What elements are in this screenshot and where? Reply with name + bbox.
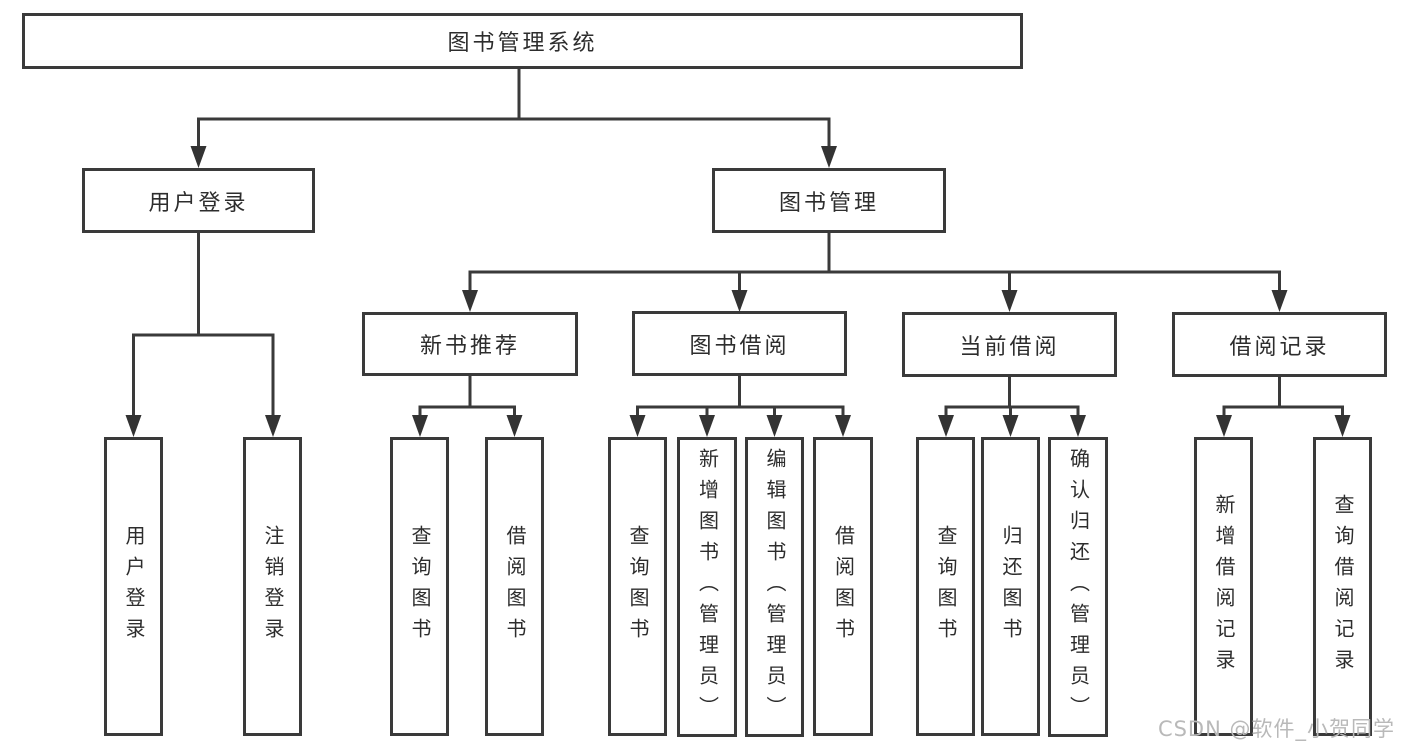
node-root: 图书管理系统 [22, 13, 1023, 69]
leaf-borrow-books-2-label: 借阅图书 [831, 524, 856, 649]
arrowhead-icon [1002, 415, 1019, 437]
node-user-login: 用户登录 [82, 168, 315, 233]
arrowhead-icon [190, 146, 207, 168]
arrowhead-icon [462, 290, 478, 312]
arrowhead-icon [731, 290, 748, 312]
connector-book-management [468, 233, 1281, 294]
node-book-borrowing-label: 图书借阅 [689, 333, 790, 359]
leaf-edit-book-admin: 编辑图书（管理员） [745, 437, 804, 737]
connector-user-login [132, 233, 275, 420]
leaf-confirm-return-admin: 确认归还（管理员） [1048, 437, 1108, 737]
node-book-borrowing: 图书借阅 [632, 311, 847, 376]
arrowhead-icon [506, 415, 523, 437]
leaf-add-borrow-record-label: 新增借阅记录 [1212, 493, 1236, 680]
arrowhead-icon [265, 415, 281, 437]
node-root-label: 图书管理系统 [447, 31, 598, 56]
connector-book-borrowing [636, 376, 845, 420]
leaf-query-books-3-label: 查询图书 [934, 524, 958, 649]
arrowhead-icon [835, 415, 851, 437]
arrowhead-icon [1001, 290, 1018, 312]
node-book-management: 图书管理 [712, 168, 946, 233]
leaf-borrow-books-1: 借阅图书 [485, 437, 544, 736]
leaf-logout-label: 注销登录 [261, 524, 285, 649]
node-new-book-recommend-label: 新书推荐 [419, 334, 520, 359]
leaf-query-books-1-label: 查询图书 [408, 524, 432, 649]
leaf-query-borrow-record-label: 查询借阅记录 [1331, 493, 1355, 680]
connector-borrowing-records [1222, 377, 1344, 420]
arrowhead-icon [938, 415, 954, 437]
node-current-borrowing: 当前借阅 [902, 312, 1117, 377]
connector-root [197, 69, 831, 150]
connector-current-borrowing [944, 377, 1080, 420]
leaf-edit-book-admin-label: 编辑图书（管理员） [763, 447, 787, 727]
arrowhead-icon [125, 415, 142, 437]
arrowhead-icon [412, 415, 428, 437]
arrowhead-icon [699, 415, 715, 437]
leaf-logout: 注销登录 [243, 437, 302, 736]
leaf-add-book-admin-label: 新增图书（管理员） [695, 447, 720, 727]
arrowhead-icon [766, 415, 783, 437]
leaf-return-book-label: 归还图书 [999, 524, 1023, 649]
node-borrowing-records: 借阅记录 [1172, 312, 1387, 377]
leaf-add-book-admin: 新增图书（管理员） [677, 437, 737, 737]
node-book-management-label: 图书管理 [778, 190, 879, 216]
arrowhead-icon [1070, 415, 1086, 437]
leaf-query-borrow-record: 查询借阅记录 [1313, 437, 1372, 736]
leaf-confirm-return-admin-label: 确认归还（管理员） [1066, 447, 1091, 727]
leaf-return-book: 归还图书 [981, 437, 1040, 736]
leaf-borrow-books-2: 借阅图书 [813, 437, 873, 736]
leaf-user-login: 用户登录 [104, 437, 163, 736]
arrowhead-icon [821, 146, 837, 168]
arrowhead-icon [1271, 290, 1288, 312]
leaf-query-books-3: 查询图书 [916, 437, 975, 736]
arrowhead-icon [1334, 415, 1351, 437]
node-user-login-label: 用户登录 [148, 190, 249, 216]
leaf-query-books-2: 查询图书 [608, 437, 667, 736]
leaf-user-login-label: 用户登录 [122, 524, 146, 649]
leaf-query-books-1: 查询图书 [390, 437, 449, 736]
node-new-book-recommend: 新书推荐 [362, 312, 578, 376]
connector-new-book-recommend [418, 375, 516, 420]
node-current-borrowing-label: 当前借阅 [959, 334, 1060, 360]
leaf-query-books-2-label: 查询图书 [626, 524, 650, 649]
watermark: CSDN @软件_小贺同学 [1157, 717, 1395, 741]
leaf-add-borrow-record: 新增借阅记录 [1194, 437, 1253, 736]
leaf-borrow-books-1-label: 借阅图书 [503, 524, 527, 649]
arrowhead-icon [629, 415, 646, 437]
node-borrowing-records-label: 借阅记录 [1229, 334, 1330, 360]
arrowhead-icon [1216, 415, 1232, 437]
